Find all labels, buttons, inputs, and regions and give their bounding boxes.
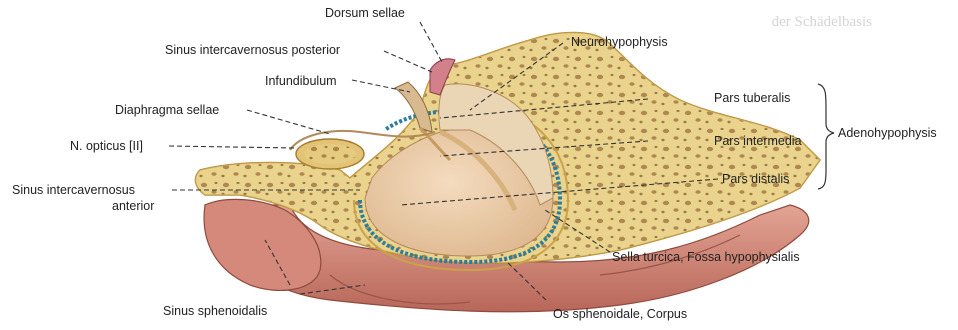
label-adenohypophysis: Adenohypophysis: [838, 126, 937, 140]
label-os-sphenoidale-corpus: Os sphenoidale, Corpus: [553, 307, 687, 321]
label-infundibulum: Infundibulum: [265, 74, 337, 88]
label-pars-intermedia: Pars intermedia: [714, 134, 802, 148]
label-dorsum-sellae: Dorsum sellae: [325, 6, 405, 20]
label-sinus-intercavernosus-anterior: Sinus intercavernosus: [12, 183, 135, 197]
label-neurohypophysis: Neurohypophysis: [571, 35, 668, 49]
label-diaphragma-sellae: Diaphragma sellae: [115, 103, 219, 117]
background-text: der Schädelbasis: [772, 14, 873, 30]
label-pars-distalis: Pars distalis: [722, 172, 789, 186]
label-sinus-intercavernosus-anterior-line2: anterior: [112, 199, 154, 213]
label-sinus-sphenoidalis: Sinus sphenoidalis: [163, 304, 267, 318]
label-sella-turcica: Sella turcica, Fossa hypophysialis: [612, 250, 800, 264]
label-sinus-intercavernosus-posterior: Sinus intercavernosus posterior: [165, 43, 340, 57]
adenohypophysis-bracket: [818, 84, 834, 189]
label-pars-tuberalis: Pars tuberalis: [714, 91, 790, 105]
label-n-opticus: N. opticus [II]: [70, 139, 143, 153]
